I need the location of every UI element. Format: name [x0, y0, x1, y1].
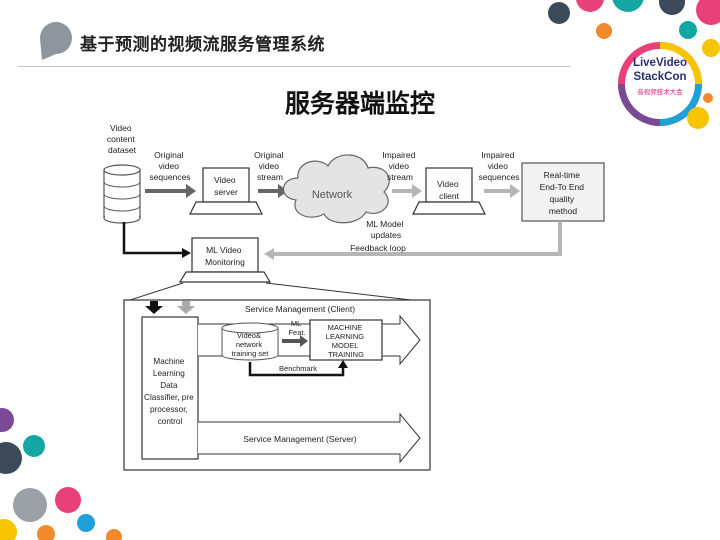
network-cloud-icon	[282, 154, 390, 224]
arrow-dataset-to-server	[145, 184, 196, 198]
decor-bubble	[596, 23, 612, 39]
decor-bubble	[0, 519, 17, 540]
impaired-stream-label: Impaired video stream	[382, 150, 417, 182]
server-management-label: Service Management (Server)	[243, 434, 357, 444]
zoom-line-right	[265, 282, 429, 303]
benchmark-label: Benchmark	[279, 364, 317, 373]
benchmark-arrowhead	[338, 360, 348, 368]
ml-monitoring-label: ML Video Monitoring	[205, 245, 245, 267]
decor-bubble	[612, 0, 644, 12]
decor-bubble	[13, 488, 47, 522]
decor-bubble	[23, 435, 45, 457]
ml-training-label: MACHINE LEARNING MODEL TRAINING	[326, 323, 366, 359]
decor-bubble	[679, 21, 697, 39]
decor-bubble	[702, 39, 720, 57]
feedback-loop-arrowhead	[264, 248, 274, 260]
logo-line-3: 音视频技术大会	[637, 89, 683, 96]
arrow-server-to-network	[258, 184, 288, 198]
training-set-label: Video& network training set	[232, 331, 270, 358]
title-bubble-icon	[40, 22, 72, 60]
decor-bubble	[0, 442, 22, 474]
decor-bubble	[55, 487, 81, 513]
decor-bubble	[687, 107, 709, 129]
arrowhead-monitoring	[182, 248, 191, 258]
quality-method-box	[521, 162, 605, 222]
video-server-label: Video server	[214, 175, 238, 197]
impaired-sequences-label: Impaired video sequences	[478, 150, 519, 182]
feedback-loop-label: Feedback loop	[350, 243, 406, 253]
classifier-label: Machine Learning Data Classifier, pre pr…	[144, 357, 196, 426]
video-client-label: Video client	[437, 179, 461, 201]
training-set-cylinder-icon	[221, 322, 279, 361]
decor-bubble	[37, 525, 55, 540]
original-stream-label: Original video stream	[254, 150, 286, 182]
quality-method-label: Real-time End-To End quality method	[540, 170, 587, 216]
zoom-line-left	[123, 282, 184, 303]
input-arrow-light	[177, 301, 195, 314]
classifier-box	[141, 316, 199, 460]
decor-bubble	[0, 408, 14, 432]
decor-bubble	[659, 0, 685, 15]
ml-monitoring-laptop-icon	[178, 237, 272, 283]
arrow-dataset-to-monitoring	[122, 222, 184, 255]
decor-bubble	[696, 0, 720, 25]
video-client-laptop-icon	[412, 167, 486, 215]
dataset-label: Video content dataset	[107, 123, 137, 155]
title-divider	[18, 66, 571, 67]
ml-feat-arrow	[282, 335, 308, 347]
feedback-loop-arrow	[272, 221, 562, 256]
decor-bubble	[77, 514, 95, 532]
ml-training-box	[309, 319, 383, 361]
ml-feat-label: ML Feat.	[288, 319, 305, 337]
decor-bubble	[548, 2, 570, 24]
logo-ring-inner	[625, 49, 695, 119]
arrow-client-to-quality	[484, 184, 520, 198]
logo-line-1: LiveVideo	[632, 57, 688, 69]
benchmark-loop-arrow	[248, 362, 345, 377]
decor-bubble	[703, 93, 713, 103]
input-arrow-dark	[145, 301, 163, 314]
server-management-arrow	[198, 412, 421, 464]
client-management-label: Service Management (Client)	[245, 304, 355, 314]
slide-title: 基于预测的视频流服务管理系统	[80, 35, 325, 54]
arrow-network-to-client	[392, 184, 422, 198]
logo-line-2: StackCon	[633, 71, 687, 83]
original-sequences-label: Original video sequences	[149, 150, 190, 182]
video-server-laptop-icon	[189, 167, 263, 215]
brand-logo: LiveVideo StackCon 音视频技术大会	[616, 40, 704, 128]
ml-model-updates-label: ML Model updates	[366, 219, 405, 240]
network-label: Network	[312, 189, 353, 201]
decor-bubble	[106, 529, 122, 540]
decor-bubble	[576, 0, 604, 12]
dataset-cylinder-icon	[103, 164, 141, 224]
slide-subtitle: 服务器端监控	[284, 90, 435, 118]
